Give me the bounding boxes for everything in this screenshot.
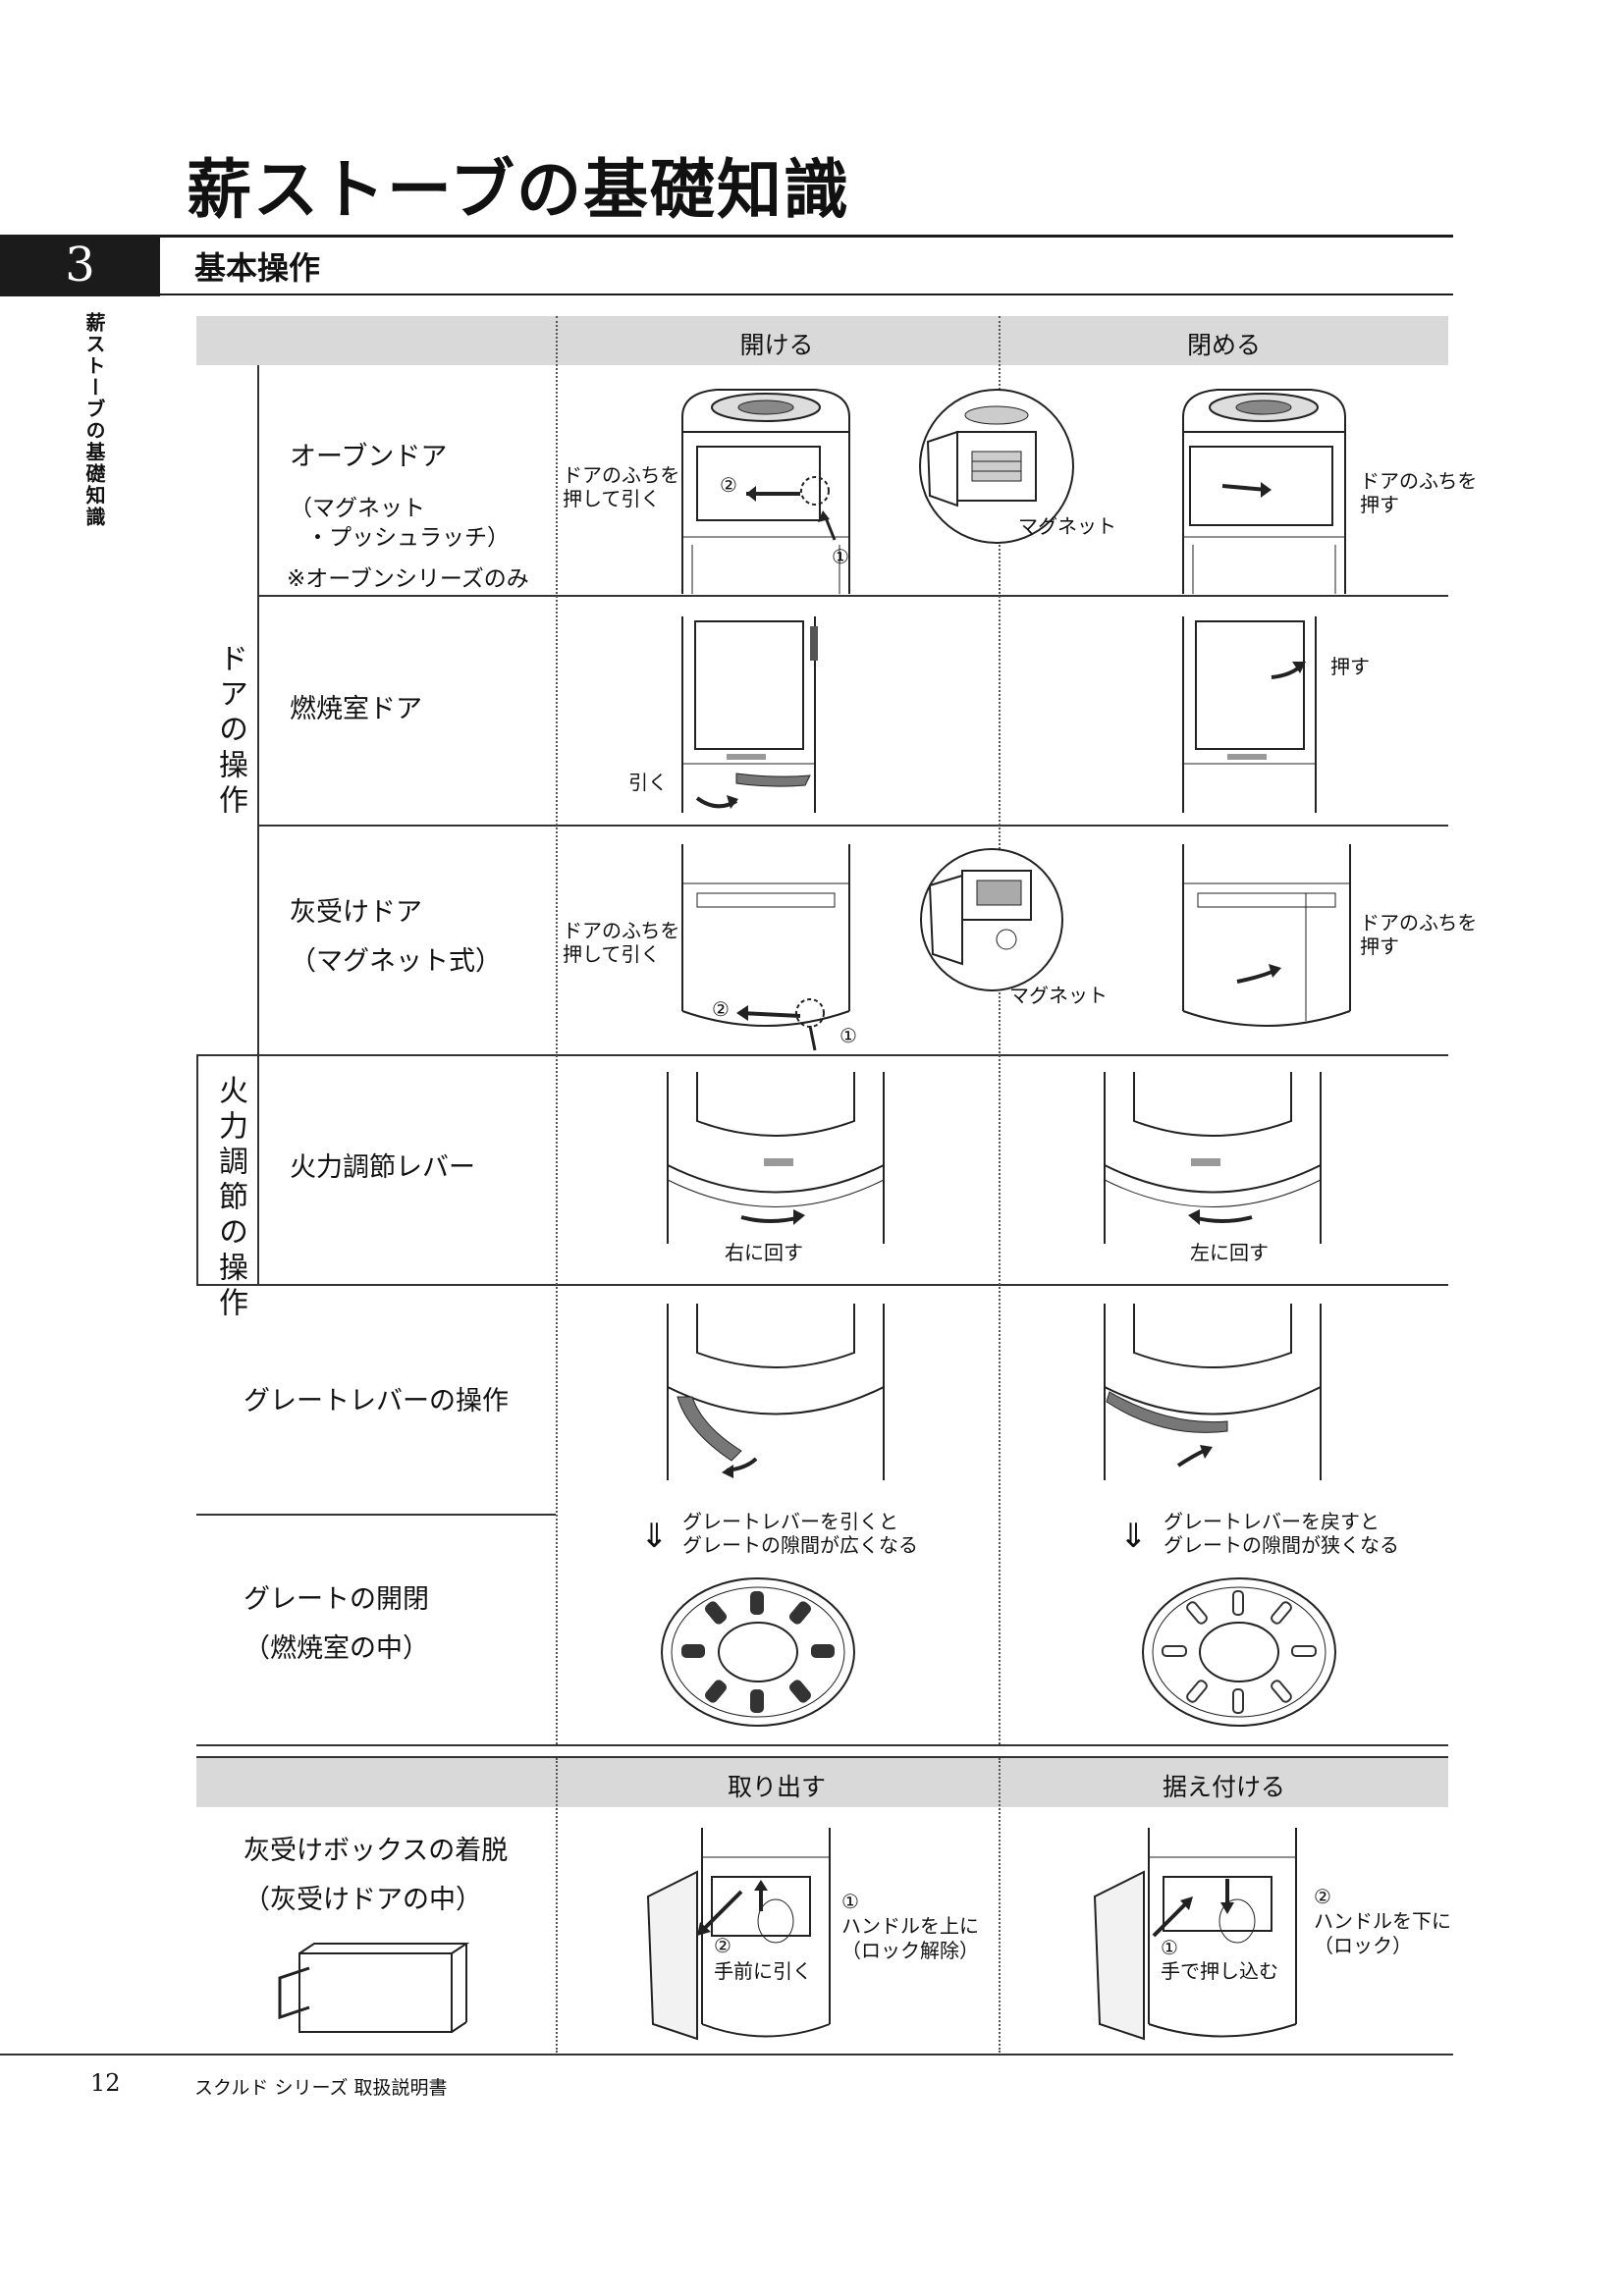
oven-close-text-1: ドアのふちを: [1360, 469, 1478, 493]
label-ashbox-sub: （灰受けドアの中）: [244, 1885, 482, 1915]
side-chapter-label: 薪ストーブの基礎知識: [82, 312, 106, 528]
install-step-1: ①: [1161, 1936, 1178, 1959]
header-remove: 取り出す: [727, 1773, 826, 1801]
row-divider: [196, 1514, 556, 1516]
section-rule-bottom: [160, 294, 1453, 295]
lever-close-text: 左に回す: [1190, 1241, 1269, 1264]
ash-open-text-2: 押して引く: [563, 942, 661, 966]
grate-lever-pull-illustration: [667, 1304, 885, 1480]
label-air-lever: 火力調節レバー: [290, 1152, 475, 1183]
oven-close-text-2: 押す: [1360, 493, 1399, 516]
remove-step-2: ②: [714, 1934, 731, 1957]
ash-close-text-2: 押す: [1360, 934, 1399, 958]
firebox-open-text: 引く: [628, 771, 668, 794]
oven-step-1: ①: [832, 545, 849, 568]
col-divider-dotted: [999, 1758, 1001, 2053]
row-divider: [196, 1284, 1448, 1286]
label-oven-sub1: （マグネット: [290, 496, 425, 521]
group-label-door: ドアの操作: [213, 643, 247, 820]
label-oven-note: ※オーブンシリーズのみ: [287, 566, 529, 592]
ash-close-text-1: ドアのふちを: [1360, 911, 1478, 934]
label-oven-sub2: ・プッシュラッチ）: [306, 525, 510, 551]
install-step-2: ②: [1314, 1885, 1331, 1908]
ash-step-1: ①: [839, 1024, 857, 1047]
label-grate-lever: グレートレバーの操作: [244, 1386, 509, 1416]
label-firebox-door: 燃焼室ドア: [290, 694, 422, 724]
col-divider-dotted: [556, 1758, 558, 2053]
down-arrow-icon: ⇓: [640, 1517, 669, 1556]
ash-magnet-label: マグネット: [1009, 984, 1108, 1007]
row-divider: [196, 1054, 1448, 1056]
row-divider: [196, 1744, 1448, 1746]
table2-header-band: [196, 1758, 1448, 1807]
ash-step-2: ②: [712, 997, 730, 1021]
group-label-fire: 火力調節の操作: [213, 1075, 247, 1322]
row-divider: [257, 595, 1448, 597]
magnet-zoom-illustration: [919, 389, 1074, 544]
stove-oven-open-illustration: [681, 389, 850, 594]
grate-closed-illustration: [1142, 1577, 1336, 1727]
group-border: [196, 1054, 198, 1284]
section-number: 3: [0, 235, 160, 296]
col-divider-dotted: [999, 316, 1001, 1744]
grate-lever-return-illustration: [1104, 1304, 1322, 1480]
lever-open-text: 右に回す: [725, 1241, 803, 1264]
grate-close-text-2: グレートの隙間が狭くなる: [1164, 1533, 1399, 1557]
footer-rule: [0, 2054, 1453, 2056]
oven-step-2: ②: [720, 473, 737, 497]
ash-open-text-1: ドアのふちを: [563, 919, 680, 942]
ash-magnet-zoom-illustration: [920, 848, 1063, 991]
page-number: 12: [90, 2069, 121, 2097]
section-rule-top: [160, 235, 1453, 238]
stove-lever-right-illustration: [667, 1072, 885, 1244]
stove-firebox-close-illustration: [1182, 616, 1317, 813]
header-install: 据え付ける: [1162, 1773, 1285, 1801]
grate-open-text-1: グレートレバーを引くと: [682, 1510, 898, 1533]
row-divider: [257, 825, 1448, 827]
label-ash-door-sub: （マグネット式）: [290, 946, 502, 977]
section-title: 基本操作: [194, 249, 321, 287]
label-ashbox: 灰受けボックスの着脱: [244, 1836, 509, 1866]
remove-text-1a: ハンドルを上に: [841, 1914, 979, 1938]
label-ash-door: 灰受けドア: [290, 897, 422, 928]
stove-ash-close-illustration: [1182, 844, 1351, 1027]
install-text-1: 手で押し込む: [1161, 1959, 1278, 1983]
grate-close-text-1: グレートレバーを戻すと: [1164, 1510, 1380, 1533]
install-text-2b: （ロック）: [1314, 1934, 1412, 1957]
firebox-close-text: 押す: [1330, 655, 1370, 678]
header-close: 閉める: [1186, 331, 1261, 359]
col-divider-dotted: [556, 316, 558, 1744]
label-grate: グレートの開閉: [244, 1584, 429, 1615]
ashbox-install-illustration: [1093, 1828, 1297, 2041]
group-divider: [257, 365, 259, 1284]
table2-top-rule: [196, 1756, 1448, 1758]
footer-title: スクルド シリーズ 取扱説明書: [194, 2077, 448, 2099]
oven-open-text-2: 押して引く: [563, 487, 661, 510]
label-grate-sub: （燃焼室の中）: [244, 1633, 429, 1664]
ashbox-illustration: [278, 1943, 470, 2033]
grate-open-illustration: [661, 1577, 855, 1727]
stove-oven-close-illustration: [1182, 389, 1346, 594]
page-title: 薪ストーブの基礎知識: [187, 151, 851, 228]
down-arrow-icon: ⇓: [1119, 1517, 1148, 1556]
install-text-2a: ハンドルを下に: [1314, 1909, 1451, 1933]
label-oven-door: オーブンドア: [290, 442, 448, 472]
table-header-band: [196, 316, 1448, 365]
ashbox-remove-illustration: [646, 1828, 831, 2041]
stove-ash-open-illustration: [681, 844, 850, 1051]
stove-firebox-open-illustration: [681, 616, 818, 813]
oven-open-text-1: ドアのふちを: [563, 463, 680, 487]
remove-text-2: 手前に引く: [714, 1959, 812, 1983]
header-open: 開ける: [739, 331, 814, 359]
remove-step-1: ①: [841, 1890, 859, 1913]
stove-lever-left-illustration: [1104, 1072, 1322, 1244]
oven-magnet-label: マグネット: [1018, 514, 1116, 538]
remove-text-1b: （ロック解除）: [841, 1939, 979, 1962]
grate-open-text-2: グレートの隙間が広くなる: [682, 1533, 918, 1557]
